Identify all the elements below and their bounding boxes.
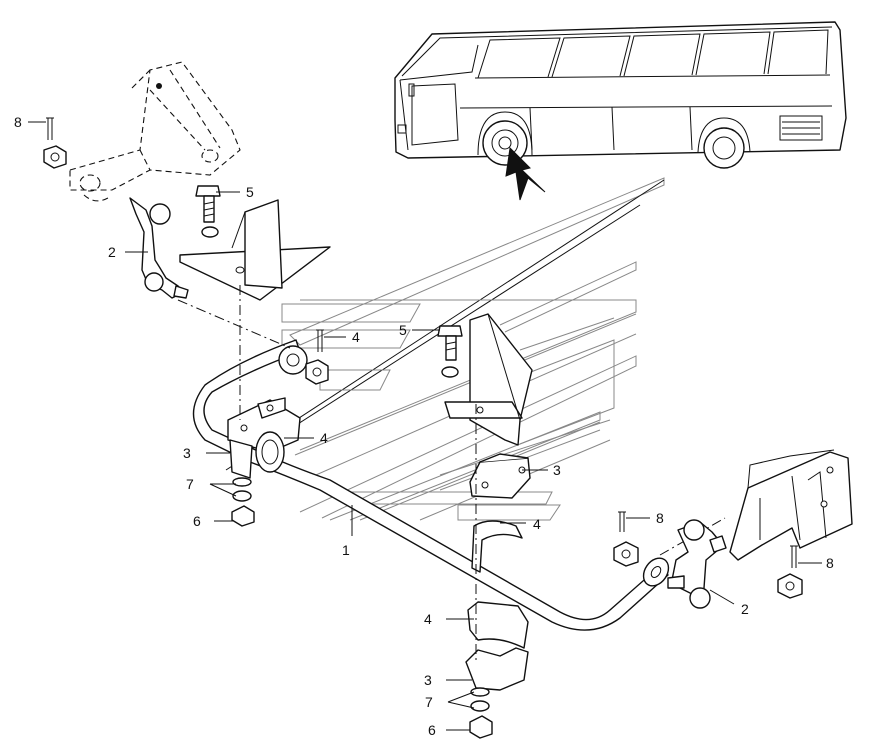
bolt-top	[195, 185, 221, 238]
location-arrow	[505, 146, 546, 201]
callout-4-right: 4	[533, 516, 541, 532]
callout-5-center: 5	[399, 322, 407, 338]
lower-right-frame-bracket	[729, 449, 853, 561]
callout-6-lower: 6	[428, 722, 436, 738]
callout-2-left: 2	[108, 244, 116, 260]
link-rod-right	[667, 519, 727, 609]
callout-6-left: 6	[193, 513, 201, 529]
bushing-half-upper	[471, 520, 523, 573]
callout-4-lower: 4	[424, 611, 432, 627]
callout-2-right: 2	[741, 601, 749, 617]
callout-8-right-outer: 8	[826, 555, 834, 571]
washers-nut-left	[231, 477, 255, 527]
nut-cotter-right-inner	[613, 511, 639, 567]
callout-7-left: 7	[186, 476, 194, 492]
washers-nut-right	[469, 687, 493, 739]
callout-8-right-inner: 8	[656, 510, 664, 526]
nut-cotter-upper-left	[43, 117, 67, 169]
callout-1-bar: 1	[342, 542, 350, 558]
callout-4-left: 4	[320, 430, 328, 446]
bolt-center	[437, 325, 463, 378]
callout-5-top: 5	[246, 184, 254, 200]
link-rod-left	[129, 197, 189, 299]
left-clamp-assembly	[227, 397, 301, 479]
stabilizer-bar	[192, 339, 670, 631]
callout-4-pin: 4	[352, 329, 360, 345]
leader-lines	[28, 121, 822, 731]
bus-illustration	[394, 21, 847, 169]
upper-left-frame-bracket	[69, 61, 241, 202]
cotter-pin-left	[316, 329, 324, 352]
upper-mounting-plate	[179, 199, 331, 301]
right-clamp-lower	[465, 647, 529, 691]
callout-3-right: 3	[553, 462, 561, 478]
center-mounting-bracket	[444, 313, 533, 446]
callout-3-left: 3	[183, 445, 191, 461]
nut-cotter-right-outer	[777, 545, 803, 599]
right-clamp-upper	[469, 453, 531, 499]
callout-3-lower: 3	[424, 672, 432, 688]
callout-8-upper-left: 8	[14, 114, 22, 130]
callout-7-lower: 7	[425, 694, 433, 710]
bushing-half-lower	[467, 601, 529, 649]
nut-left	[305, 359, 329, 385]
